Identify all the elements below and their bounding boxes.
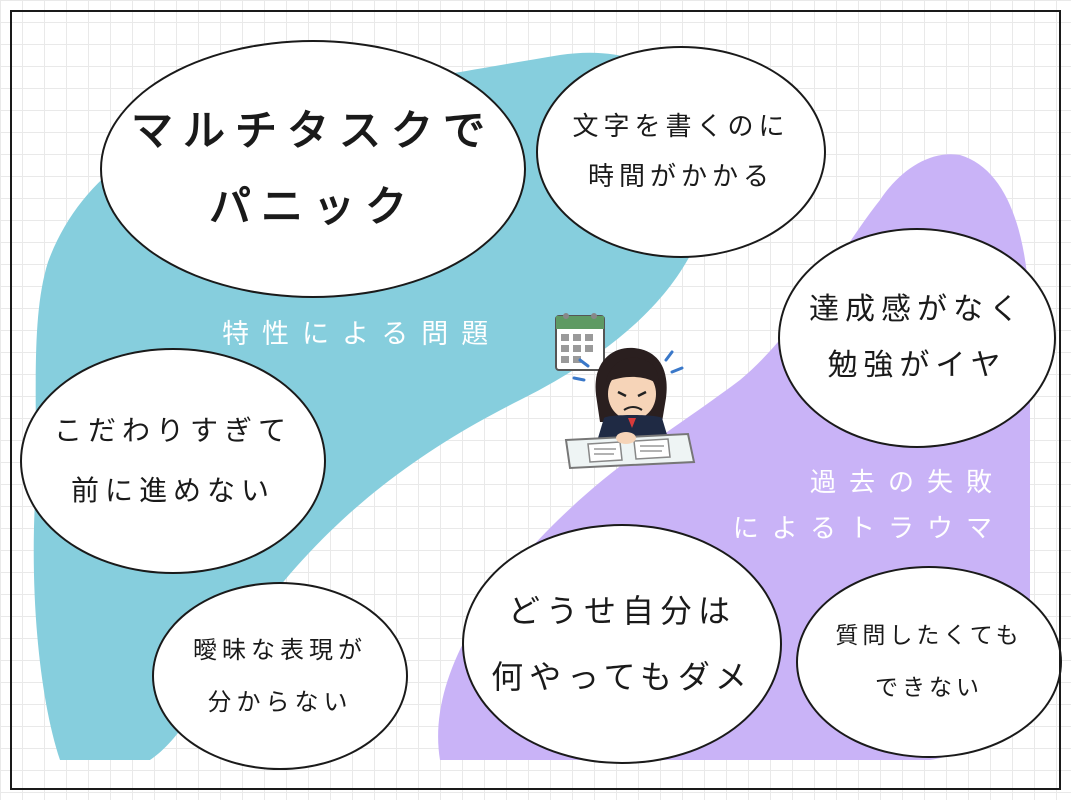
- section-label-trauma: 過去の失敗 によるトラウマ: [730, 460, 1005, 552]
- bubble-achievement-line-2: 勉強がイヤ: [827, 348, 1007, 383]
- bubble-hopeless-line-1: どうせ自分は: [507, 592, 736, 630]
- bubble-hopeless-line-2: 何やってもダメ: [491, 658, 753, 696]
- bubble-writing-line-1: 文字を書くのに: [572, 112, 790, 142]
- bubble-hopeless: どうせ自分は 何やってもダメ: [462, 524, 782, 764]
- bubble-questions-line-1: 質問したくても: [835, 623, 1023, 649]
- bubble-achievement-line-1: 達成感がなく: [809, 292, 1025, 327]
- bubble-multitask-line-2: パニック: [208, 182, 417, 231]
- bubble-ambiguity: 曖昧な表現が 分からない: [152, 582, 408, 770]
- section-label-trauma-line-2: によるトラウマ: [732, 514, 1006, 544]
- bubble-perfectionism-line-1: こだわりすぎて: [53, 414, 292, 447]
- bubble-writing-line-2: 時間がかかる: [587, 162, 774, 192]
- section-label-trauma-line-1: 過去の失敗: [810, 468, 1006, 498]
- bubble-ambiguity-line-1: 曖昧な表現が: [193, 636, 367, 664]
- bubble-cannot-ask: 質問したくても できない: [796, 566, 1062, 758]
- section-label-traits: 特性による問題: [222, 319, 502, 350]
- bubble-no-achievement: 達成感がなく 勉強がイヤ: [778, 228, 1056, 448]
- student-figure: [564, 347, 696, 470]
- bubble-writing-slow: 文字を書くのに 時間がかかる: [536, 46, 826, 258]
- bubble-multitask-line-1: マルチタスクで: [130, 106, 495, 155]
- stressed-student-illustration: [555, 313, 696, 470]
- bubble-perfectionism: こだわりすぎて 前に進めない: [20, 348, 326, 574]
- slide-frame: [10, 10, 1061, 790]
- bubble-ambiguity-line-2: 分からない: [207, 688, 353, 716]
- bubble-perfectionism-line-2: 前に進めない: [70, 474, 275, 507]
- bubble-multitask-panic: マルチタスクで パニック: [100, 40, 526, 298]
- calendar-icon: [555, 313, 605, 371]
- bubble-questions-line-2: できない: [875, 675, 983, 701]
